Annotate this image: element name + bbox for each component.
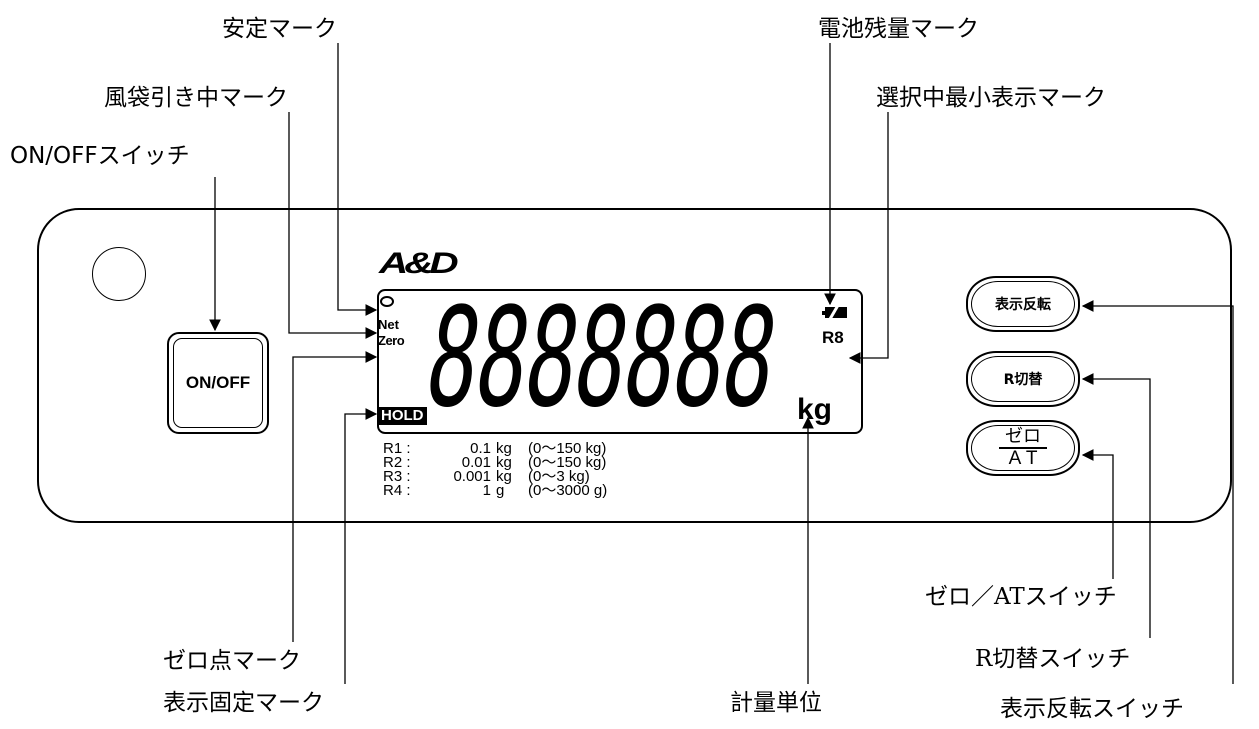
callout-hold-mark: 表示固定マーク [163, 690, 324, 716]
zero-at-button[interactable]: ゼロ AT [966, 420, 1080, 476]
range-row: R4 : 1 g (0～3000 g) [383, 482, 608, 499]
brand-logo: A&D [379, 247, 459, 280]
range-row: R2 : 0.01 kg (0～150 kg) [383, 454, 607, 471]
zero-indicator: Zero [378, 333, 405, 348]
callout-min-display-mark: 選択中最小表示マーク [876, 85, 1106, 111]
callout-weighing-unit: 計量単位 [730, 690, 822, 716]
lcd-display [377, 289, 863, 434]
front-panel [37, 208, 1232, 523]
onoff-button-label: ON/OFF [173, 338, 263, 428]
callout-stable-mark: 安定マーク [222, 16, 337, 42]
reverse-display-button[interactable]: 表示反転 [966, 276, 1080, 332]
mounting-hole [92, 247, 146, 301]
callout-reverse-switch: 表示反転スイッチ [1000, 696, 1184, 722]
callout-tare-mark: 風袋引き中マーク [104, 85, 288, 111]
hold-indicator: HOLD [378, 407, 427, 425]
r-switch-button[interactable]: R切替 [966, 351, 1080, 407]
callout-onoff-switch: ON/OFFスイッチ [10, 143, 190, 169]
net-indicator: Net [378, 317, 399, 332]
callout-r-switch: R切替スイッチ [975, 646, 1131, 672]
range-indicator: R8 [822, 328, 844, 347]
range-row: R3 : 0.001 kg (0～3 kg) [383, 468, 590, 485]
callout-zero-point-mark: ゼロ点マーク [163, 648, 301, 674]
range-row: R1 : 0.1 kg (0～150 kg) [383, 440, 607, 457]
stable-indicator-icon [380, 296, 394, 307]
lcd-digits: 8888888 [417, 279, 785, 438]
range-table: R1 : 0.1 kg (0～150 kg) R2 : 0.01 kg (0～1… [383, 440, 608, 499]
callout-battery-mark: 電池残量マーク [818, 16, 979, 42]
onoff-button[interactable]: ON/OFF [167, 332, 269, 434]
battery-icon [822, 307, 847, 318]
unit-indicator: kg [797, 393, 833, 426]
callout-zero-at-switch: ゼロ／ATスイッチ [925, 584, 1117, 610]
